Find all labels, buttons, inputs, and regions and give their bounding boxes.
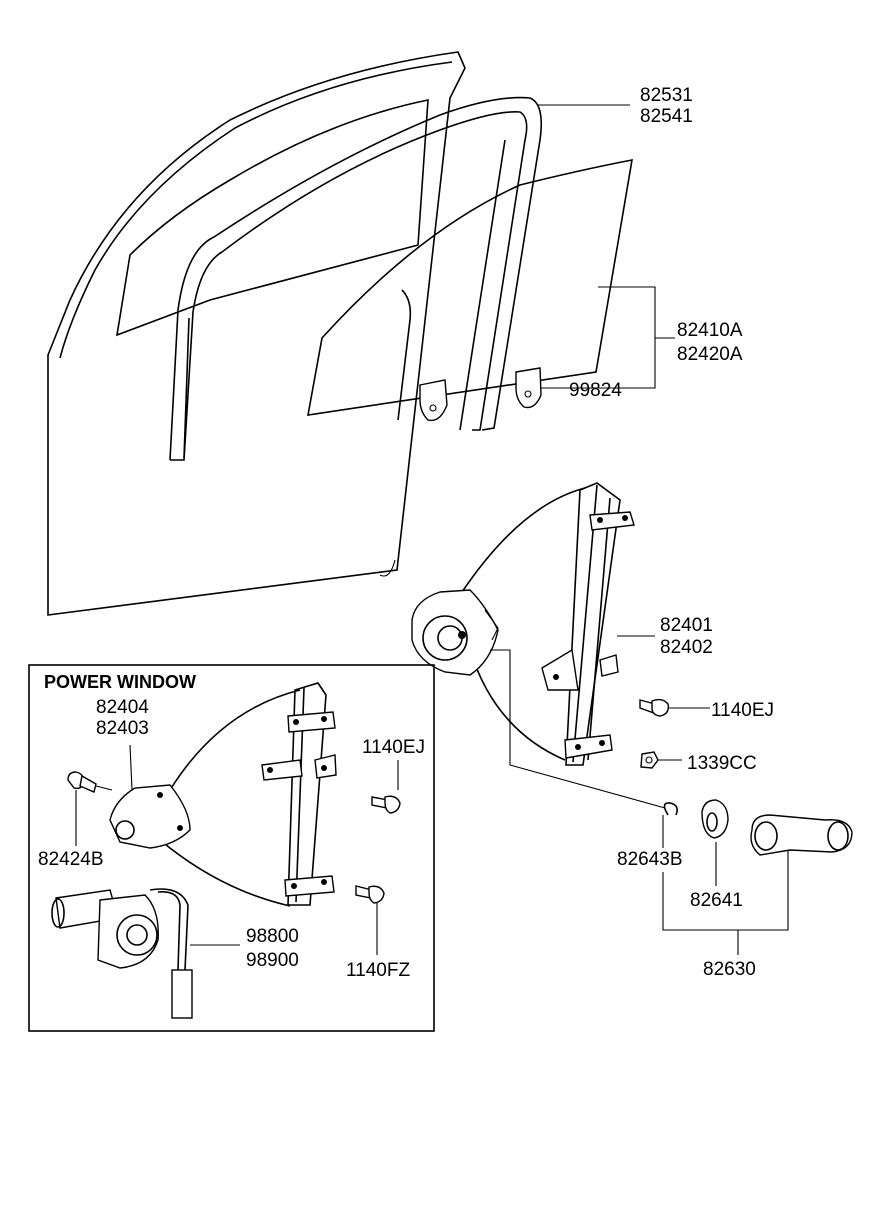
label-inset-1140ej: 1140EJ: [362, 737, 425, 758]
label-82541: 82541: [640, 106, 693, 127]
label-82424b: 82424B: [38, 849, 104, 870]
crank-handle-parts: [663, 799, 853, 856]
glass-channel-clip-left: [419, 379, 448, 422]
nut-1339cc: [640, 751, 659, 769]
inset-title: POWER WINDOW: [44, 672, 196, 692]
label-98800: 98800: [246, 926, 299, 947]
label-82401: 82401: [660, 615, 713, 636]
screw-inset-1140ej: [371, 760, 401, 814]
label-98900: 98900: [246, 950, 299, 971]
window-crank-handle: [750, 814, 853, 856]
label-82402: 82402: [660, 637, 713, 658]
leader-lines: [490, 104, 789, 955]
label-82643b: 82643B: [617, 849, 683, 870]
handle-clip: [663, 802, 678, 816]
label-99824: 99824: [569, 380, 622, 401]
power-window-inset: [28, 664, 435, 1032]
handle-spacer-82641: [701, 799, 729, 839]
label-1339cc: 1339CC: [687, 753, 757, 774]
power-window-regulator: [109, 682, 337, 907]
door-panel: [47, 51, 466, 616]
power-window-motor: [51, 888, 240, 1019]
power-regulator-gear: [109, 784, 191, 849]
glass-channel-clip-right: [515, 367, 542, 409]
label-82630: 82630: [703, 959, 756, 980]
inset-leader-lines: [75, 744, 133, 846]
glass-run-channel: [169, 96, 543, 461]
door-glass: [307, 158, 633, 422]
screw-inset-1140fz: [355, 885, 385, 955]
bolt-82424b: [67, 771, 113, 793]
label-inset-1140fz: 1140FZ: [346, 960, 410, 981]
manual-window-regulator: [411, 482, 635, 766]
label-1140ej: 1140EJ: [711, 700, 774, 721]
label-82404: 82404: [96, 697, 149, 718]
label-82641: 82641: [690, 890, 743, 911]
label-82420a: 82420A: [677, 344, 743, 365]
regulator-gear-housing: [411, 589, 499, 676]
screw-1140ej: [639, 698, 670, 717]
label-82403: 82403: [96, 718, 149, 739]
label-82410a: 82410A: [677, 320, 743, 341]
label-82531: 82531: [640, 85, 693, 106]
